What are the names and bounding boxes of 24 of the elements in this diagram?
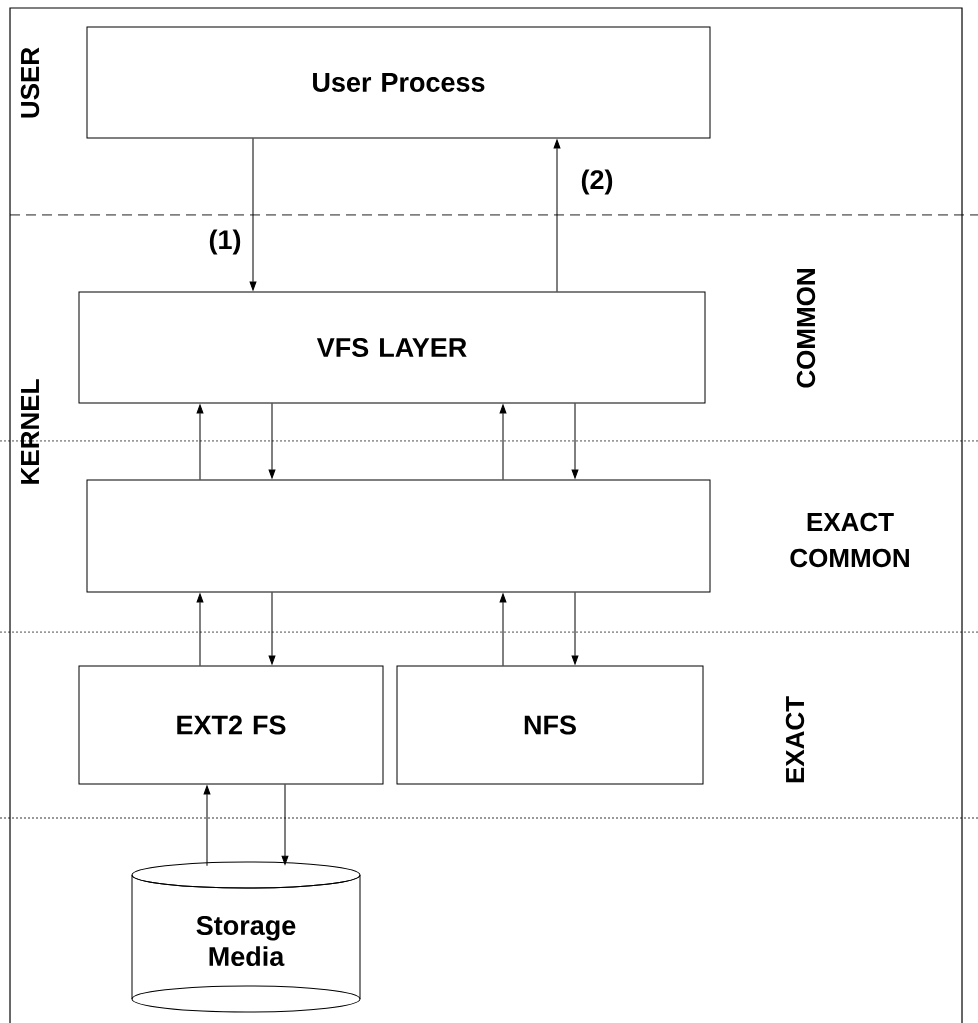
arrow (553, 139, 561, 292)
layer-box: VFS LAYER (78, 291, 706, 404)
section-label: COMMON (796, 269, 816, 388)
arrow (499, 404, 507, 480)
arrow (571, 592, 579, 665)
edge-label: (2) (581, 169, 613, 195)
section-label: EXACT COMMON (790, 512, 909, 568)
layer-box: User Process (86, 26, 711, 139)
layer-box (86, 479, 711, 593)
arrow (203, 785, 211, 867)
layer-box: NFS (396, 665, 704, 785)
arrow (281, 784, 289, 865)
arrow (249, 138, 257, 291)
side-label: KERNEL (21, 379, 39, 484)
arrow (499, 593, 507, 666)
side-label: USER (20, 47, 40, 118)
section-label: EXACT (785, 696, 805, 783)
arrow (196, 404, 204, 480)
layer-box: EXT2 FS (78, 665, 384, 785)
arrow (196, 593, 204, 666)
arrow (571, 403, 579, 479)
arrow (268, 403, 276, 479)
arrow (268, 592, 276, 665)
edge-label: (1) (209, 229, 241, 255)
